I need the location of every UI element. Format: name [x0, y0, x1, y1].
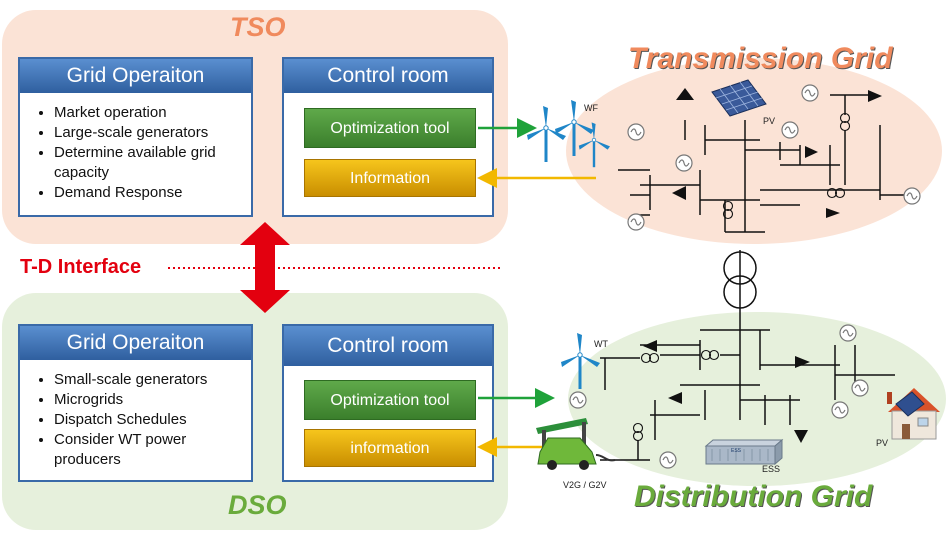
dso-grid-operation-list: Small-scale generators Microgrids Dispat… [20, 370, 251, 470]
ess-label: ESS [762, 464, 781, 474]
dso-title: DSO [228, 490, 287, 520]
ess-inner-label: ESS [731, 448, 742, 454]
list-item: Small-scale generators [54, 370, 251, 390]
tso-grid-operation-list: Market operation Large-scale generators … [20, 103, 251, 203]
tso-information-button[interactable]: Information [304, 159, 476, 197]
td-transformer-icon [723, 251, 757, 309]
list-item: Microgrids [54, 390, 251, 410]
v2g-car-icon [536, 418, 616, 470]
list-item: Demand Response [54, 183, 251, 203]
distribution-pv-label: PV [876, 438, 889, 448]
wt-label: WT [594, 339, 608, 349]
dso-information-button[interactable]: information [304, 429, 476, 467]
list-item: Determine available grid capacity [54, 143, 251, 183]
distribution-grid-title: Distribution Grid [634, 480, 873, 513]
tso-grid-operation-title: Grid Operaiton [20, 59, 251, 93]
list-item: Consider WT power producers [54, 430, 251, 470]
wf-label: WF [584, 103, 598, 113]
transmission-grid-title: Transmission Grid [628, 42, 893, 75]
list-item: Dispatch Schedules [54, 410, 251, 430]
dso-grid-operation-title: Grid Operaiton [20, 326, 251, 360]
tso-control-room-title: Control room [284, 59, 492, 93]
transmission-pv-label: PV [763, 116, 776, 126]
tso-grid-operation-box: Grid Operaiton Market operation Large-sc… [18, 57, 253, 217]
transmission-pv-panel-icon [711, 79, 767, 117]
list-item: Market operation [54, 103, 251, 123]
td-interface-label: T-D Interface [20, 256, 142, 278]
list-item: Large-scale generators [54, 123, 251, 143]
ess-container-icon: ESS [704, 438, 784, 466]
house-pv-icon [887, 388, 940, 440]
dso-grid-operation-box: Grid Operaiton Small-scale generators Mi… [18, 324, 253, 482]
tso-optimization-tool-button[interactable]: Optimization tool [304, 108, 476, 148]
td-interface-double-arrow-icon [240, 222, 290, 313]
v2g-label: V2G / G2V [563, 480, 607, 490]
transmission-network [618, 94, 905, 320]
dso-control-room-title: Control room [284, 326, 492, 366]
tso-title: TSO [230, 12, 286, 42]
dso-optimization-tool-button[interactable]: Optimization tool [304, 380, 476, 420]
